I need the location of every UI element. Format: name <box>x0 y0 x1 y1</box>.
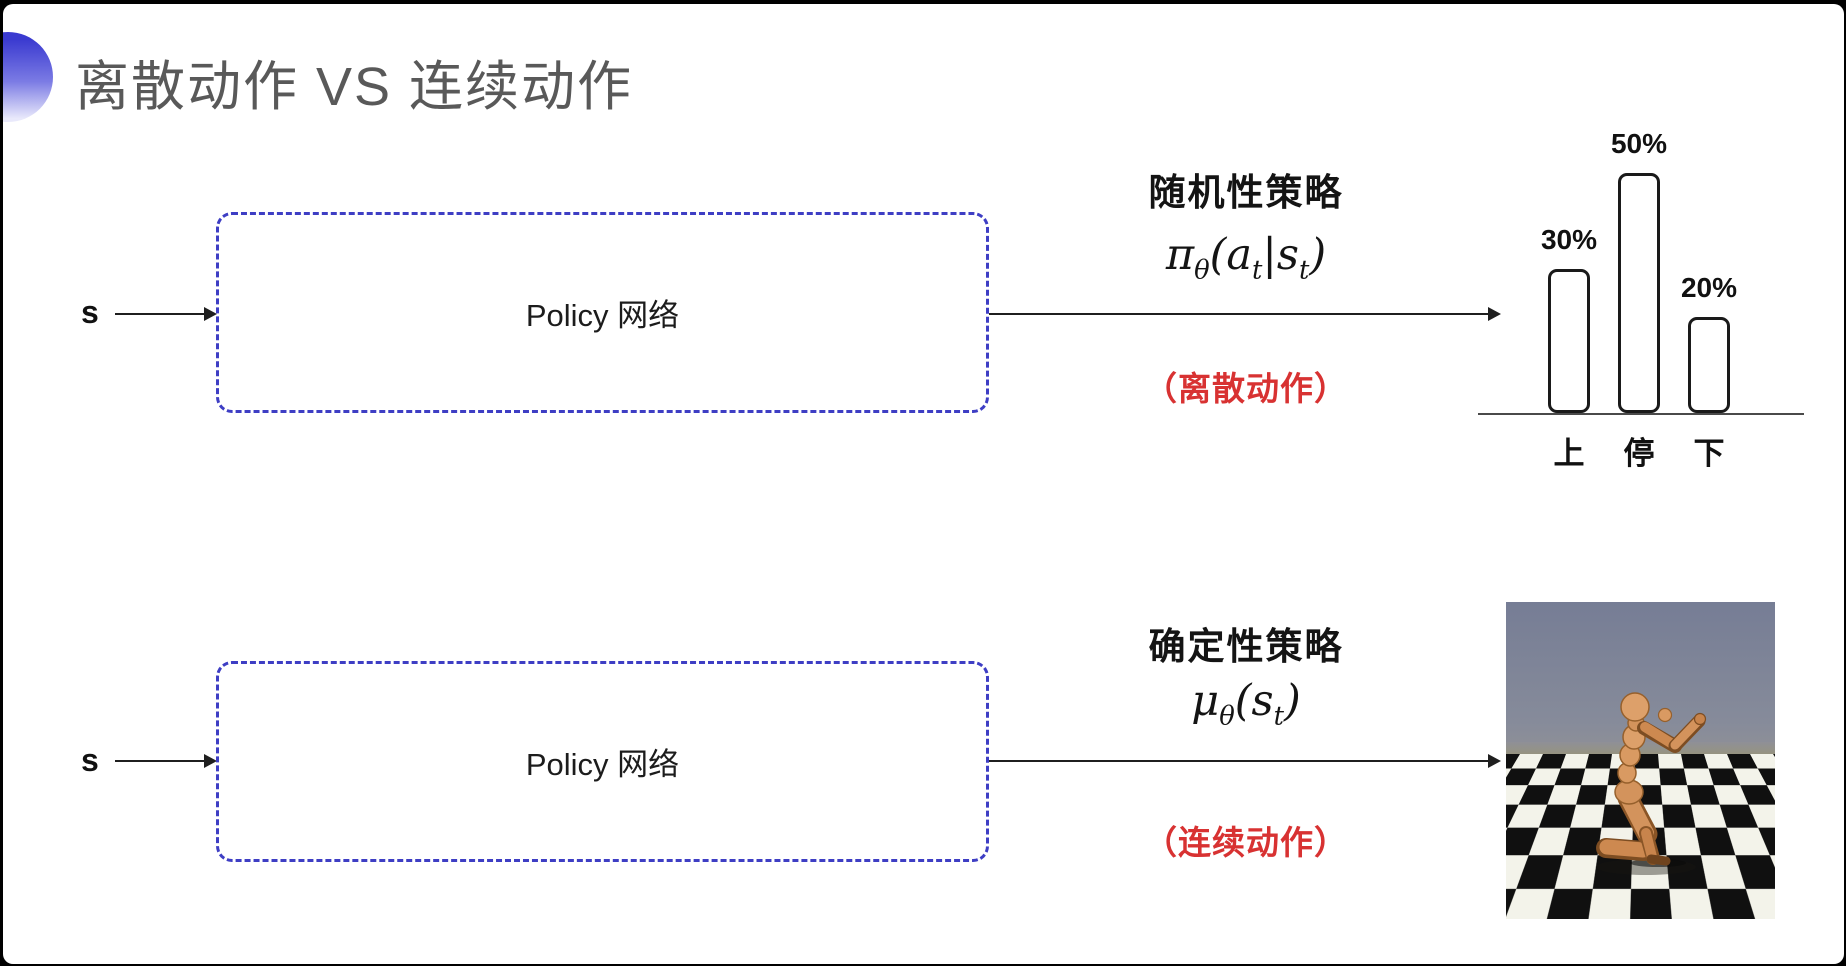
bar-column: 30% <box>1540 224 1598 413</box>
arrow-output-bottom-icon <box>989 760 1489 762</box>
stochastic-policy-title: 随机性策略 <box>1053 162 1439 216</box>
slide: 离散动作 VS 连续动作 s Policy 网络 随机性策略 πθ(at|st)… <box>3 4 1844 964</box>
bar <box>1548 269 1590 413</box>
action-probability-bar-chart: 30% 50% 20% 上 停 下 <box>1478 112 1808 467</box>
policy-network-label-bottom: Policy 网络 <box>526 739 679 784</box>
deterministic-policy-formula: μθ(st) <box>1053 676 1439 732</box>
bar <box>1688 317 1730 413</box>
category-label: 停 <box>1610 428 1668 473</box>
deterministic-policy-title: 确定性策略 <box>1053 616 1439 670</box>
bar-value-label: 30% <box>1541 224 1597 256</box>
bar-value-label: 20% <box>1681 272 1737 304</box>
humanoid-figure <box>1506 602 1775 919</box>
bar-column: 50% <box>1610 128 1668 413</box>
discrete-action-label: （离散动作） <box>1053 362 1439 410</box>
bar <box>1618 173 1660 413</box>
arrow-input-top-icon <box>115 313 205 315</box>
state-input-label-top: s <box>81 294 99 331</box>
category-label: 下 <box>1680 428 1738 473</box>
humanoid-simulation-image <box>1506 602 1775 919</box>
category-label: 上 <box>1540 428 1598 473</box>
continuous-action-label: （连续动作） <box>1053 816 1439 864</box>
bar-value-label: 50% <box>1611 128 1667 160</box>
policy-network-box-bottom: Policy 网络 <box>216 661 989 862</box>
arrow-output-top-icon <box>989 313 1489 315</box>
title-bullet-circle-icon <box>3 32 53 122</box>
policy-network-label-top: Policy 网络 <box>526 290 679 335</box>
state-input-label-bottom: s <box>81 742 99 779</box>
chart-baseline <box>1478 413 1804 415</box>
page-title: 离散动作 VS 连续动作 <box>75 42 633 121</box>
policy-network-box-top: Policy 网络 <box>216 212 989 413</box>
stochastic-policy-formula: πθ(at|st) <box>1053 230 1439 286</box>
arrow-input-bottom-icon <box>115 760 205 762</box>
bar-column: 20% <box>1680 272 1738 413</box>
